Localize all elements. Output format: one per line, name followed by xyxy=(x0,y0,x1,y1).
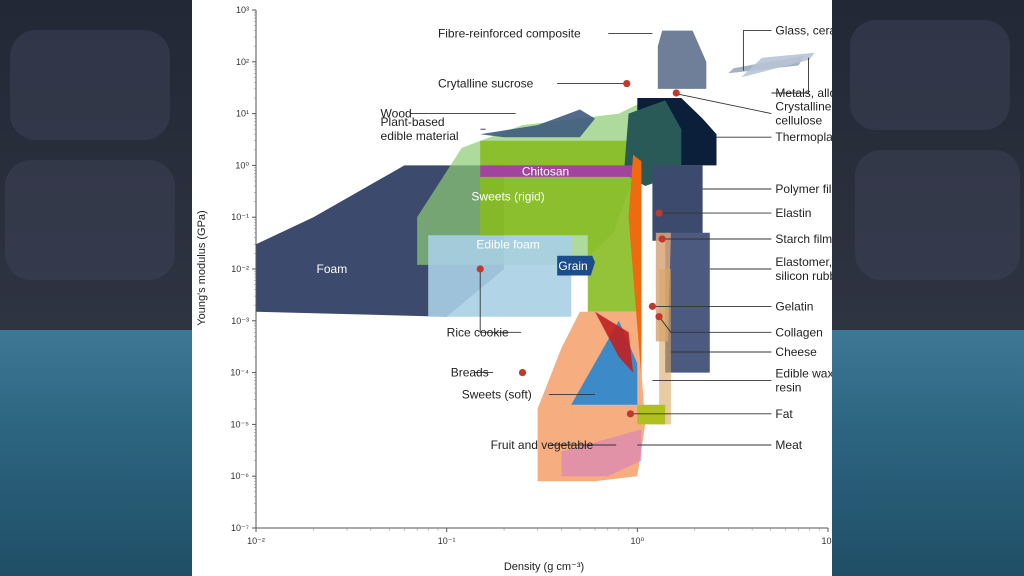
region-collagen xyxy=(628,154,642,378)
annotation-fruit-and-vegetable: Fruit and vegetable xyxy=(491,438,594,452)
region-wood xyxy=(480,109,595,138)
annotation-elastomer-silicon-rubber: Elastomer, xyxy=(775,255,832,269)
annotation-fibre-reinforced-composite: Fibre-reinforced composite xyxy=(438,27,581,41)
x-tick-label: 10⁰ xyxy=(631,536,645,546)
region-chitosan xyxy=(480,165,635,177)
annotation-elastin: Elastin xyxy=(775,206,811,220)
y-tick-label: 10⁻³ xyxy=(231,316,249,326)
annotation-edible-wax-resin: resin xyxy=(775,381,801,395)
y-tick-label: 10⁻⁷ xyxy=(231,523,249,533)
annotation-wood: Wood xyxy=(381,107,412,121)
y-tick-label: 10⁻² xyxy=(231,264,249,274)
y-tick-label: 10⁻¹ xyxy=(231,212,249,222)
x-tick-label: 10⁻¹ xyxy=(438,536,456,546)
annotations-layer: Fibre-reinforced composite Glass, ceramic… xyxy=(381,24,832,452)
background-blob xyxy=(850,20,1010,130)
annotation-gelatin: Gelatin xyxy=(775,299,813,313)
region-meat xyxy=(561,429,642,477)
region-metals-alloys xyxy=(741,52,815,78)
annotation-cheese: Cheese xyxy=(775,345,817,359)
annotation-rice-cookie: Rice cookie xyxy=(447,325,509,339)
chart-svg: 10³ 10² 10¹ 10⁰ 10⁻¹ 10⁻² 10⁻³ 10⁻⁴ 10⁻⁵ 10⁻⁶ 10⁻⁷… xyxy=(196,5,832,573)
annotation-metals-alloys: Metals, alloys xyxy=(775,86,832,100)
inline-label-sweets-rigid: Sweets (rigid) xyxy=(471,190,544,204)
region-polymer-film xyxy=(652,165,703,241)
inline-label-edible-foam: Edible foam xyxy=(476,237,539,251)
leader-metals-alloys xyxy=(771,57,809,94)
annotation-breads: Breads xyxy=(451,366,489,380)
chart-panel: 10³ 10² 10¹ 10⁰ 10⁻¹ 10⁻² 10⁻³ 10⁻⁴ 10⁻⁵ 10⁻⁶ 10⁻⁷… xyxy=(192,0,832,576)
region-edible-foam xyxy=(428,235,572,317)
y-tick-label: 10³ xyxy=(236,5,249,15)
leader-crystalline-cellulose xyxy=(677,93,772,115)
annotation-sweets-soft: Sweets (soft) xyxy=(462,387,532,401)
region-elastomer-silicon-rubber xyxy=(665,232,710,373)
region-edible-wax-resin xyxy=(637,404,666,425)
y-tick-label: 10¹ xyxy=(236,109,249,119)
x-axis-title: Density (g cm⁻³) xyxy=(504,561,584,573)
point-collagen xyxy=(655,313,663,321)
annotation-fat: Fat xyxy=(775,407,793,421)
y-axis-title: Young's modulus (GPa) xyxy=(196,210,208,325)
regions-layer xyxy=(256,30,815,482)
inline-labels-layer: Foam Sweets (rigid) Edible foam ChitosanGra… xyxy=(317,165,588,276)
annotation-glass-ceramic: Glass, ceramic xyxy=(775,24,832,38)
leader-glass-ceramic xyxy=(742,30,772,71)
region-grain xyxy=(557,255,595,276)
x-tick-label: 10¹ xyxy=(821,536,832,546)
point-fat xyxy=(626,410,635,418)
region-plant-based-edible-material xyxy=(480,140,638,312)
annotation-edible-wax-resin: Edible wax, xyxy=(775,367,832,381)
y-tick-label: 10⁻⁴ xyxy=(230,368,249,378)
point-starch-film xyxy=(658,235,666,243)
annotation-polymer-film: Polymer film xyxy=(775,182,832,196)
point-elastin xyxy=(655,209,663,217)
annotation-plant-based-edible-material: edible material xyxy=(381,129,459,143)
y-tick-label: 10⁻⁵ xyxy=(231,419,250,429)
annotation-thermoplastic: Thermoplastic xyxy=(775,130,832,144)
background-blob xyxy=(5,160,175,280)
region-fibre-reinforced-composite xyxy=(657,30,707,89)
leader-rice-cookie xyxy=(479,269,522,333)
annotation-crystalline-cellulose: cellulose xyxy=(775,114,822,128)
points-layer xyxy=(476,79,680,418)
annotation-crytalline-sucrose: Crytalline sucrose xyxy=(438,77,534,91)
y-tick-label: 10² xyxy=(236,57,249,67)
inline-label-chitosan: Chitosan xyxy=(522,165,569,179)
point-gelatin xyxy=(648,302,657,310)
point-rice-cookie xyxy=(476,265,484,273)
region-cheese xyxy=(659,269,671,425)
y-tick-label: 10⁻⁶ xyxy=(231,471,250,481)
axes-layer: 10³ 10² 10¹ 10⁰ 10⁻¹ 10⁻² 10⁻³ 10⁻⁴ 10⁻⁵ 10⁻⁶ 10⁻⁷… xyxy=(230,5,832,546)
background-blob xyxy=(855,150,1020,280)
inline-label-foam: Foam xyxy=(317,262,348,276)
point-crystalline-cellulose xyxy=(672,89,680,97)
annotation-meat: Meat xyxy=(775,438,802,452)
annotation-starch-film: Starch film xyxy=(775,232,832,246)
annotation-collagen: Collagen xyxy=(775,325,822,339)
region-gelatin xyxy=(595,311,634,373)
annotation-plant-based-edible-material: Plant-based xyxy=(381,115,445,129)
background-blob xyxy=(10,30,170,140)
x-tick-label: 10⁻² xyxy=(247,536,265,546)
point-crytalline-sucrose xyxy=(623,79,631,88)
y-tick-label: 10⁰ xyxy=(235,160,249,170)
annotation-crystalline-cellulose: Crystalline xyxy=(775,100,831,114)
point-breads xyxy=(518,369,527,377)
leader-collagen xyxy=(658,316,772,333)
inline-label-grain: Grain xyxy=(558,259,587,273)
annotation-elastomer-silicon-rubber: silicon rubber xyxy=(775,269,832,283)
